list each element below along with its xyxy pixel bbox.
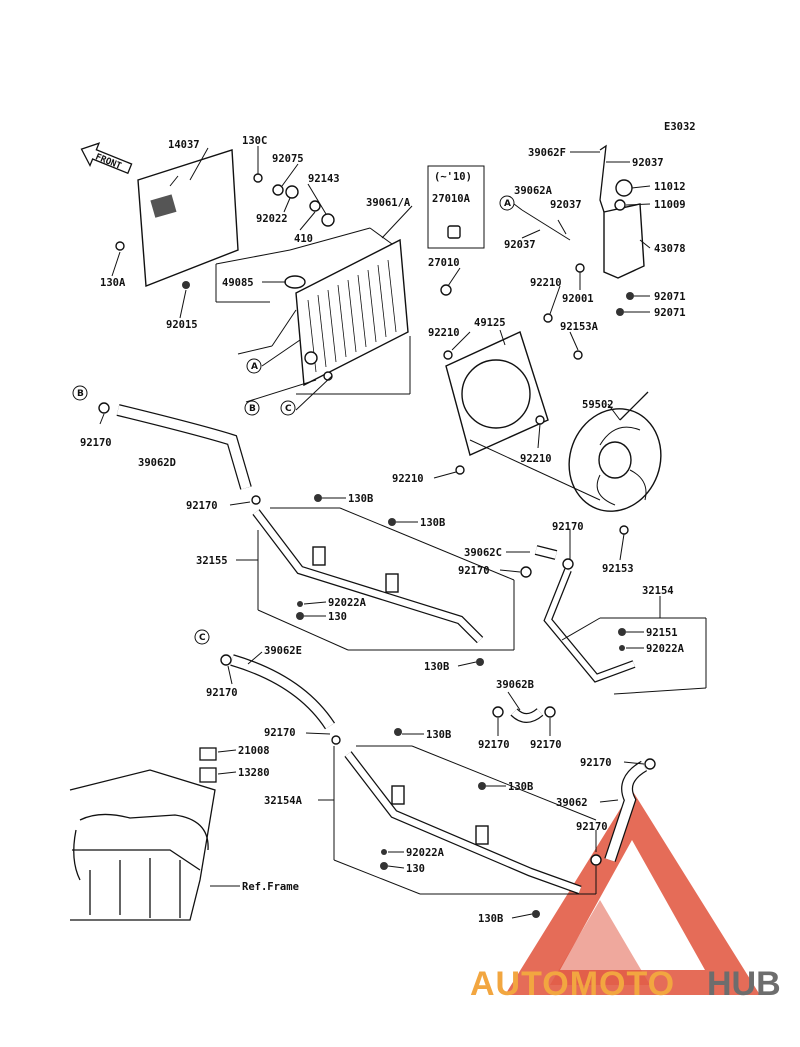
label-130B-d: 130B	[426, 729, 451, 741]
label-92170-s: 92170	[458, 565, 490, 577]
front-arrow-icon: FRONT	[80, 142, 133, 175]
svg-text:C: C	[285, 404, 292, 414]
label-92071-b: 92071	[654, 307, 686, 319]
callout-b-hose: B	[72, 385, 88, 401]
label-92151: 92151	[646, 627, 678, 639]
svg-text:A: A	[251, 362, 258, 372]
label-130B-c: 130B	[424, 661, 449, 673]
label-130B-a: 130B	[348, 493, 373, 505]
svg-text:B: B	[249, 404, 256, 414]
label-130A: 130A	[100, 277, 126, 289]
label-27010: 27010	[428, 257, 460, 269]
label-39062D: 39062D	[138, 457, 176, 469]
label-410: 410	[294, 233, 313, 245]
bolts	[296, 494, 626, 918]
label-39062A: 39062A	[514, 185, 553, 197]
label-39062B: 39062B	[496, 679, 534, 691]
label-92170-m: 92170	[186, 500, 218, 512]
label-13280: 13280	[238, 767, 270, 779]
label-130-a: 130	[328, 611, 347, 623]
label-92143: 92143	[308, 173, 340, 185]
reference-frame	[69, 747, 217, 921]
watermark-text-auto: AUTOMOTO	[470, 965, 675, 1003]
label-92153: 92153	[602, 563, 634, 575]
label-39062F: 39062F	[528, 147, 566, 159]
svg-text:B: B	[77, 389, 84, 399]
label-92170-w: 92170	[580, 757, 612, 769]
label-92037-c: 92037	[504, 239, 536, 251]
callout-b-radiator: B	[244, 400, 260, 416]
label-92022A-c: 92022A	[406, 847, 445, 859]
leader-lines	[99, 146, 707, 919]
label-39062E: 39062E	[264, 645, 302, 657]
fan-shroud	[443, 313, 583, 475]
label-92170-c: 92170	[206, 687, 238, 699]
label-92170-r: 92170	[552, 521, 584, 533]
label-49125: 49125	[474, 317, 506, 329]
label-32154: 32154	[642, 585, 674, 597]
svg-text:C: C	[199, 633, 206, 643]
year-note-box	[427, 165, 485, 249]
cooling-fan	[568, 391, 662, 535]
label-43078: 43078	[654, 243, 686, 255]
label-92037-a: 92037	[632, 157, 664, 169]
svg-text:A: A	[504, 199, 511, 209]
label-32155: 32155	[196, 555, 228, 567]
watermark-logo: AUTOMOTO HUB	[470, 790, 781, 1003]
label-92037-b: 92037	[550, 199, 582, 211]
label-92153A: 92153A	[560, 321, 599, 333]
label-130B-b: 130B	[420, 517, 445, 529]
label-130B-f: 130B	[478, 913, 503, 925]
label-11009: 11009	[654, 199, 686, 211]
label-32154A: 32154A	[264, 795, 303, 807]
hoses	[98, 402, 656, 895]
label-130B-e: 130B	[508, 781, 533, 793]
watermark-text-hub: HUB	[707, 965, 781, 1003]
label-59502: 59502	[582, 399, 614, 411]
label-49085: 49085	[222, 277, 254, 289]
label-92015: 92015	[166, 319, 198, 331]
label-92210-c: 92210	[520, 453, 552, 465]
label-92210-b: 92210	[428, 327, 460, 339]
label-92170-t: 92170	[264, 727, 296, 739]
label-92022A-b: 92022A	[646, 643, 685, 655]
year-note: (~'10)	[434, 171, 472, 183]
label-92170-b: 92170	[80, 437, 112, 449]
callout-a-tank: A	[499, 195, 515, 211]
label-27010A: 27010A	[432, 193, 471, 205]
label-92075: 92075	[272, 153, 304, 165]
label-92022A-a: 92022A	[328, 597, 367, 609]
radiator-fasteners	[253, 173, 461, 296]
label-ref-frame: Ref.Frame	[242, 881, 299, 893]
callout-c-radiator: C	[280, 400, 296, 416]
label-92210-a: 92210	[530, 277, 562, 289]
radiator	[284, 238, 409, 387]
label-92210-d: 92210	[392, 473, 424, 485]
label-39062C: 39062C	[464, 547, 502, 559]
label-130-b: 130	[406, 863, 425, 875]
reservoir-tank	[521, 144, 645, 316]
label-14037: 14037	[168, 139, 200, 151]
watermark-triangle	[505, 790, 760, 995]
label-92022-top: 92022	[256, 213, 288, 225]
label-92170-v: 92170	[530, 739, 562, 751]
label-21008: 21008	[238, 745, 270, 757]
label-92001: 92001	[562, 293, 594, 305]
label-92071-a: 92071	[654, 291, 686, 303]
diagram-code: E3032	[664, 121, 696, 133]
label-92170-u: 92170	[478, 739, 510, 751]
watermark-triangle-inner	[550, 900, 650, 985]
label-130C: 130C	[242, 135, 267, 147]
part-labels: 14037 130A 92015 130C 92075 92022 410 92…	[80, 135, 686, 925]
callout-c-hose: C	[194, 629, 210, 645]
label-39062: 39062	[556, 797, 588, 809]
label-11012: 11012	[654, 181, 686, 193]
callout-a-radiator: A	[246, 358, 262, 374]
label-92170-x: 92170	[576, 821, 608, 833]
label-39061A: 39061/A	[366, 197, 411, 209]
radiator-screen	[115, 149, 239, 289]
